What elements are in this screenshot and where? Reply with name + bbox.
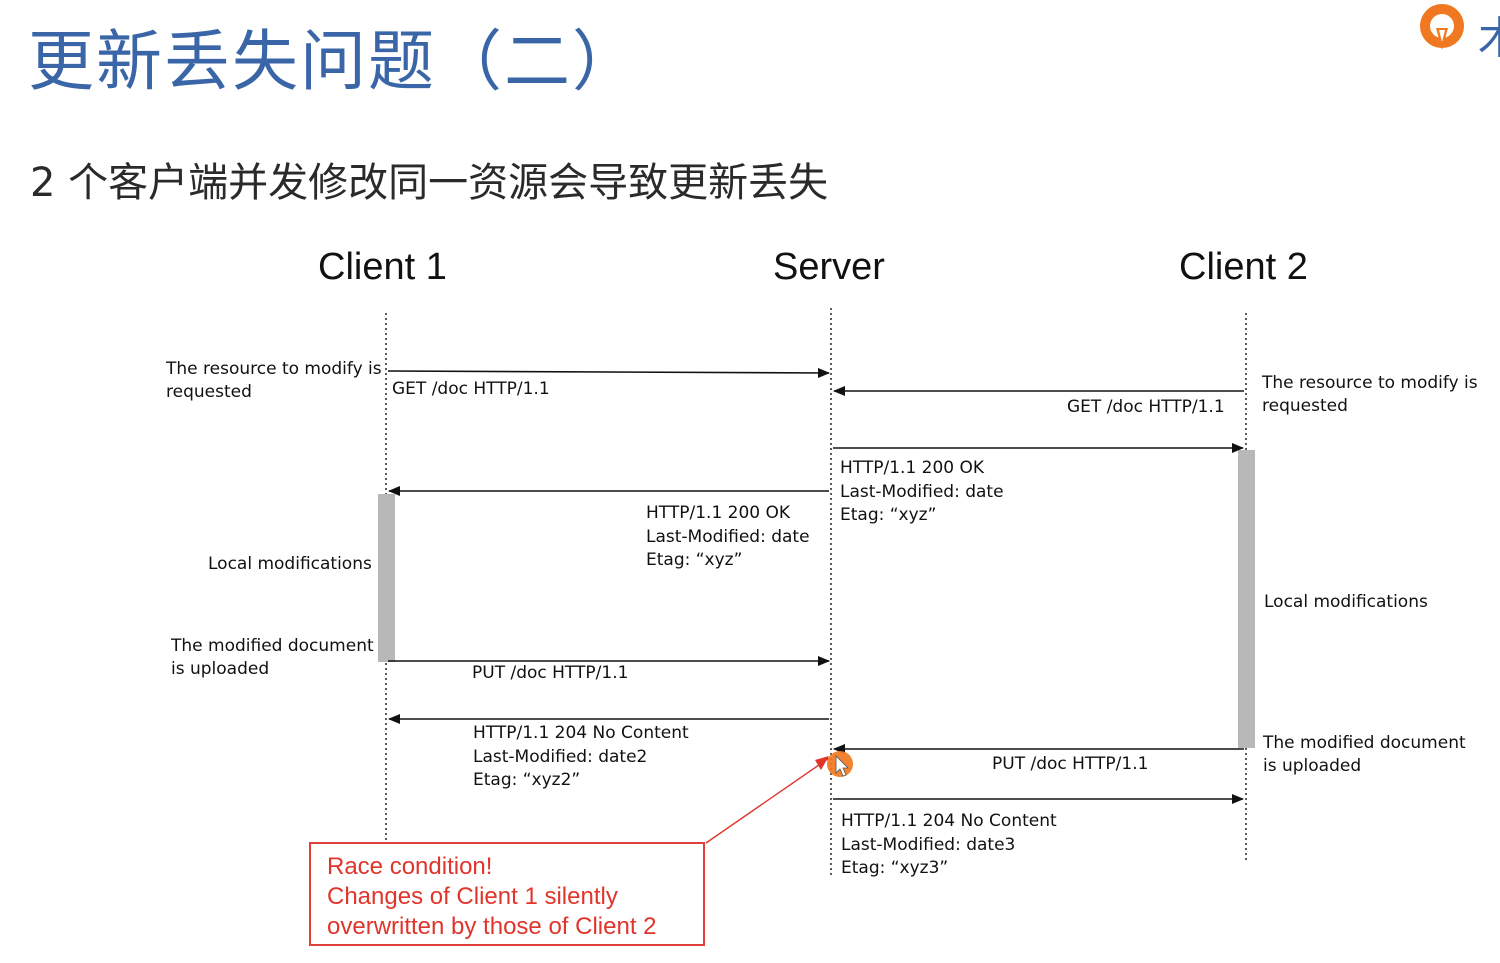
race-note-line-1: Race condition!	[327, 853, 493, 880]
msg-c2-put: PUT /doc HTTP/1.1	[992, 754, 1149, 774]
header-client-2: Client 2	[1179, 246, 1308, 288]
client1-request-label: The resource to modify is requested	[166, 359, 382, 402]
msg-c2-get: GET /doc HTTP/1.1	[1067, 397, 1225, 417]
activation-bar-client-2	[1238, 450, 1255, 748]
activation-bar-client-1	[378, 494, 395, 662]
msg-server-ok-to-c2: HTTP/1.1 200 OK Last-Modified: date Etag…	[840, 458, 1004, 525]
msg-server-ok-to-c1: HTTP/1.1 200 OK Last-Modified: date Etag…	[646, 503, 810, 570]
brand-logo-icon: 木	[1412, 0, 1500, 62]
header-server: Server	[773, 246, 885, 288]
race-connector-line	[705, 757, 830, 844]
msg-server-204-to-c2: HTTP/1.1 204 No Content Last-Modified: d…	[841, 811, 1057, 878]
arrow-c1-get	[387, 367, 830, 378]
race-note-line-3: overwritten by those of Client 2	[327, 913, 657, 940]
msg-server-204-to-c1: HTTP/1.1 204 No Content Last-Modified: d…	[473, 723, 689, 790]
cursor-pointer-icon	[835, 755, 849, 777]
client1-upload-label: The modified document is uploaded	[171, 636, 374, 679]
msg-c1-put: PUT /doc HTTP/1.1	[472, 663, 629, 683]
client1-local-mod-label: Local modifications	[208, 554, 372, 574]
brand-logo-char: 木	[1478, 2, 1500, 62]
header-client-1: Client 1	[318, 246, 447, 288]
race-connector-arrowhead	[815, 756, 829, 770]
client2-upload-label: The modified document is uploaded	[1263, 733, 1466, 776]
msg-c1-get: GET /doc HTTP/1.1	[392, 379, 550, 399]
client2-request-label: The resource to modify is requested	[1262, 373, 1478, 416]
slide-subtitle: 2 个客户端并发修改同一资源会导致更新丢失	[30, 160, 829, 206]
race-note-line-2: Changes of Client 1 silently	[327, 883, 618, 910]
slide-title: 更新丢失问题（二）	[28, 23, 640, 100]
race-condition-callout: Race condition! Changes of Client 1 sile…	[309, 842, 705, 946]
client2-local-mod-label: Local modifications	[1264, 592, 1428, 612]
